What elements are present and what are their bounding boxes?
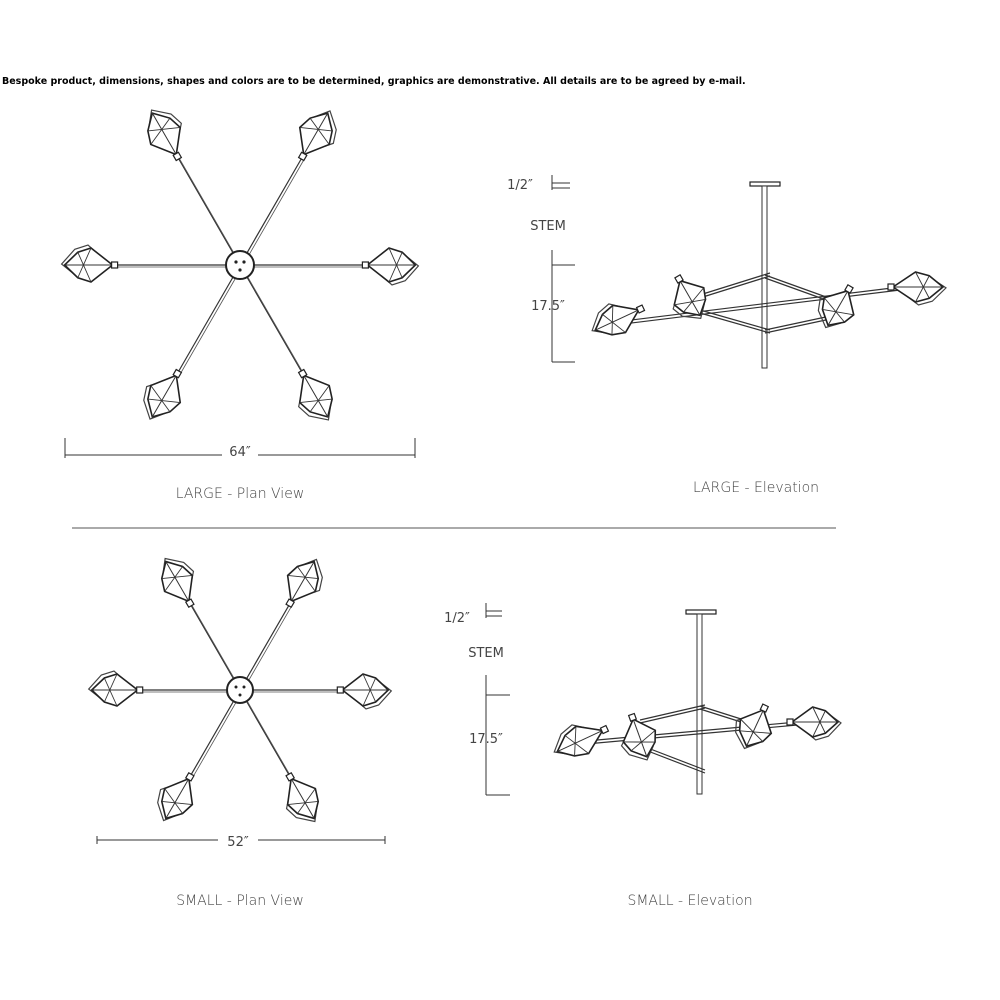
large-plan-width-dimension: 64″ [64,438,416,462]
disclaimer-text: Bespoke product, dimensions, shapes and … [2,76,746,87]
large-elevation-view: 1/2″ STEM 17.5″ LARGE - Elevation [507,175,947,496]
small-plan-pendant-5 [157,771,195,822]
small-plan-width-label: 52″ [227,835,249,850]
small-elevation-pendant-2 [620,712,657,761]
small-plan-view: 52″ SMALL - Plan View [87,557,393,909]
small-elevation-pendant-3 [735,703,773,750]
large-plan-caption: LARGE - Plan View [176,486,305,502]
small-plan-pendant-4 [285,771,320,823]
large-elevation-arms [614,272,901,334]
small-plan-caption: SMALL - Plan View [176,893,304,909]
small-elevation-pendant-1 [553,724,610,757]
small-elevation-caption: SMALL - Elevation [627,893,752,909]
small-plan-canopy [226,676,254,704]
large-plan-pendant-3 [361,247,420,286]
large-plan-pendant-4 [297,368,333,421]
small-elevation-pendant-4 [786,706,842,741]
small-plan-pendant-2 [285,558,323,609]
large-plan-arms [60,109,420,421]
small-elevation-canopy [685,609,717,615]
small-elevation-dim-stem: STEM [468,646,504,661]
large-elevation-pendant-2 [672,274,707,320]
small-plan-width-dimension: 52″ [96,832,386,850]
small-elevation-dim-height: 17.5″ [469,732,503,747]
large-elevation-dimensions [551,175,575,363]
large-elevation-pendant-4 [887,271,947,306]
large-plan-view: 64″ LARGE - Plan View [60,109,420,502]
small-plan-pendant-6 [87,670,144,707]
large-elevation-caption: LARGE - Elevation [693,480,819,496]
small-elevation-pendants [553,703,842,761]
large-elevation-pendant-1 [591,303,646,336]
small-elevation-view: 1/2″ STEM 17.5″ SMALL - Elevation [444,603,842,909]
large-elevation-pendant-3 [817,284,855,329]
large-plan-canopy [225,250,255,280]
small-plan-pendant-1 [160,557,195,609]
large-elevation-dim-top: 1/2″ [507,178,533,193]
small-plan-pendant-3 [336,673,393,710]
large-plan-pendant-2 [297,110,337,162]
large-plan-pendant-5 [143,368,183,420]
large-elevation-dim-stem: STEM [530,219,566,234]
large-elevation-dim-height: 17.5″ [531,299,565,314]
small-elevation-stem [696,613,703,795]
large-elevation-pendants [591,271,947,336]
large-plan-pendant-6 [60,244,119,283]
large-elevation-canopy [749,181,781,187]
small-elevation-dimensions [485,603,510,796]
large-plan-width-label: 64″ [229,445,251,460]
small-elevation-dim-top: 1/2″ [444,611,470,626]
small-plan-arms [87,557,393,823]
large-plan-pendant-1 [147,109,183,162]
